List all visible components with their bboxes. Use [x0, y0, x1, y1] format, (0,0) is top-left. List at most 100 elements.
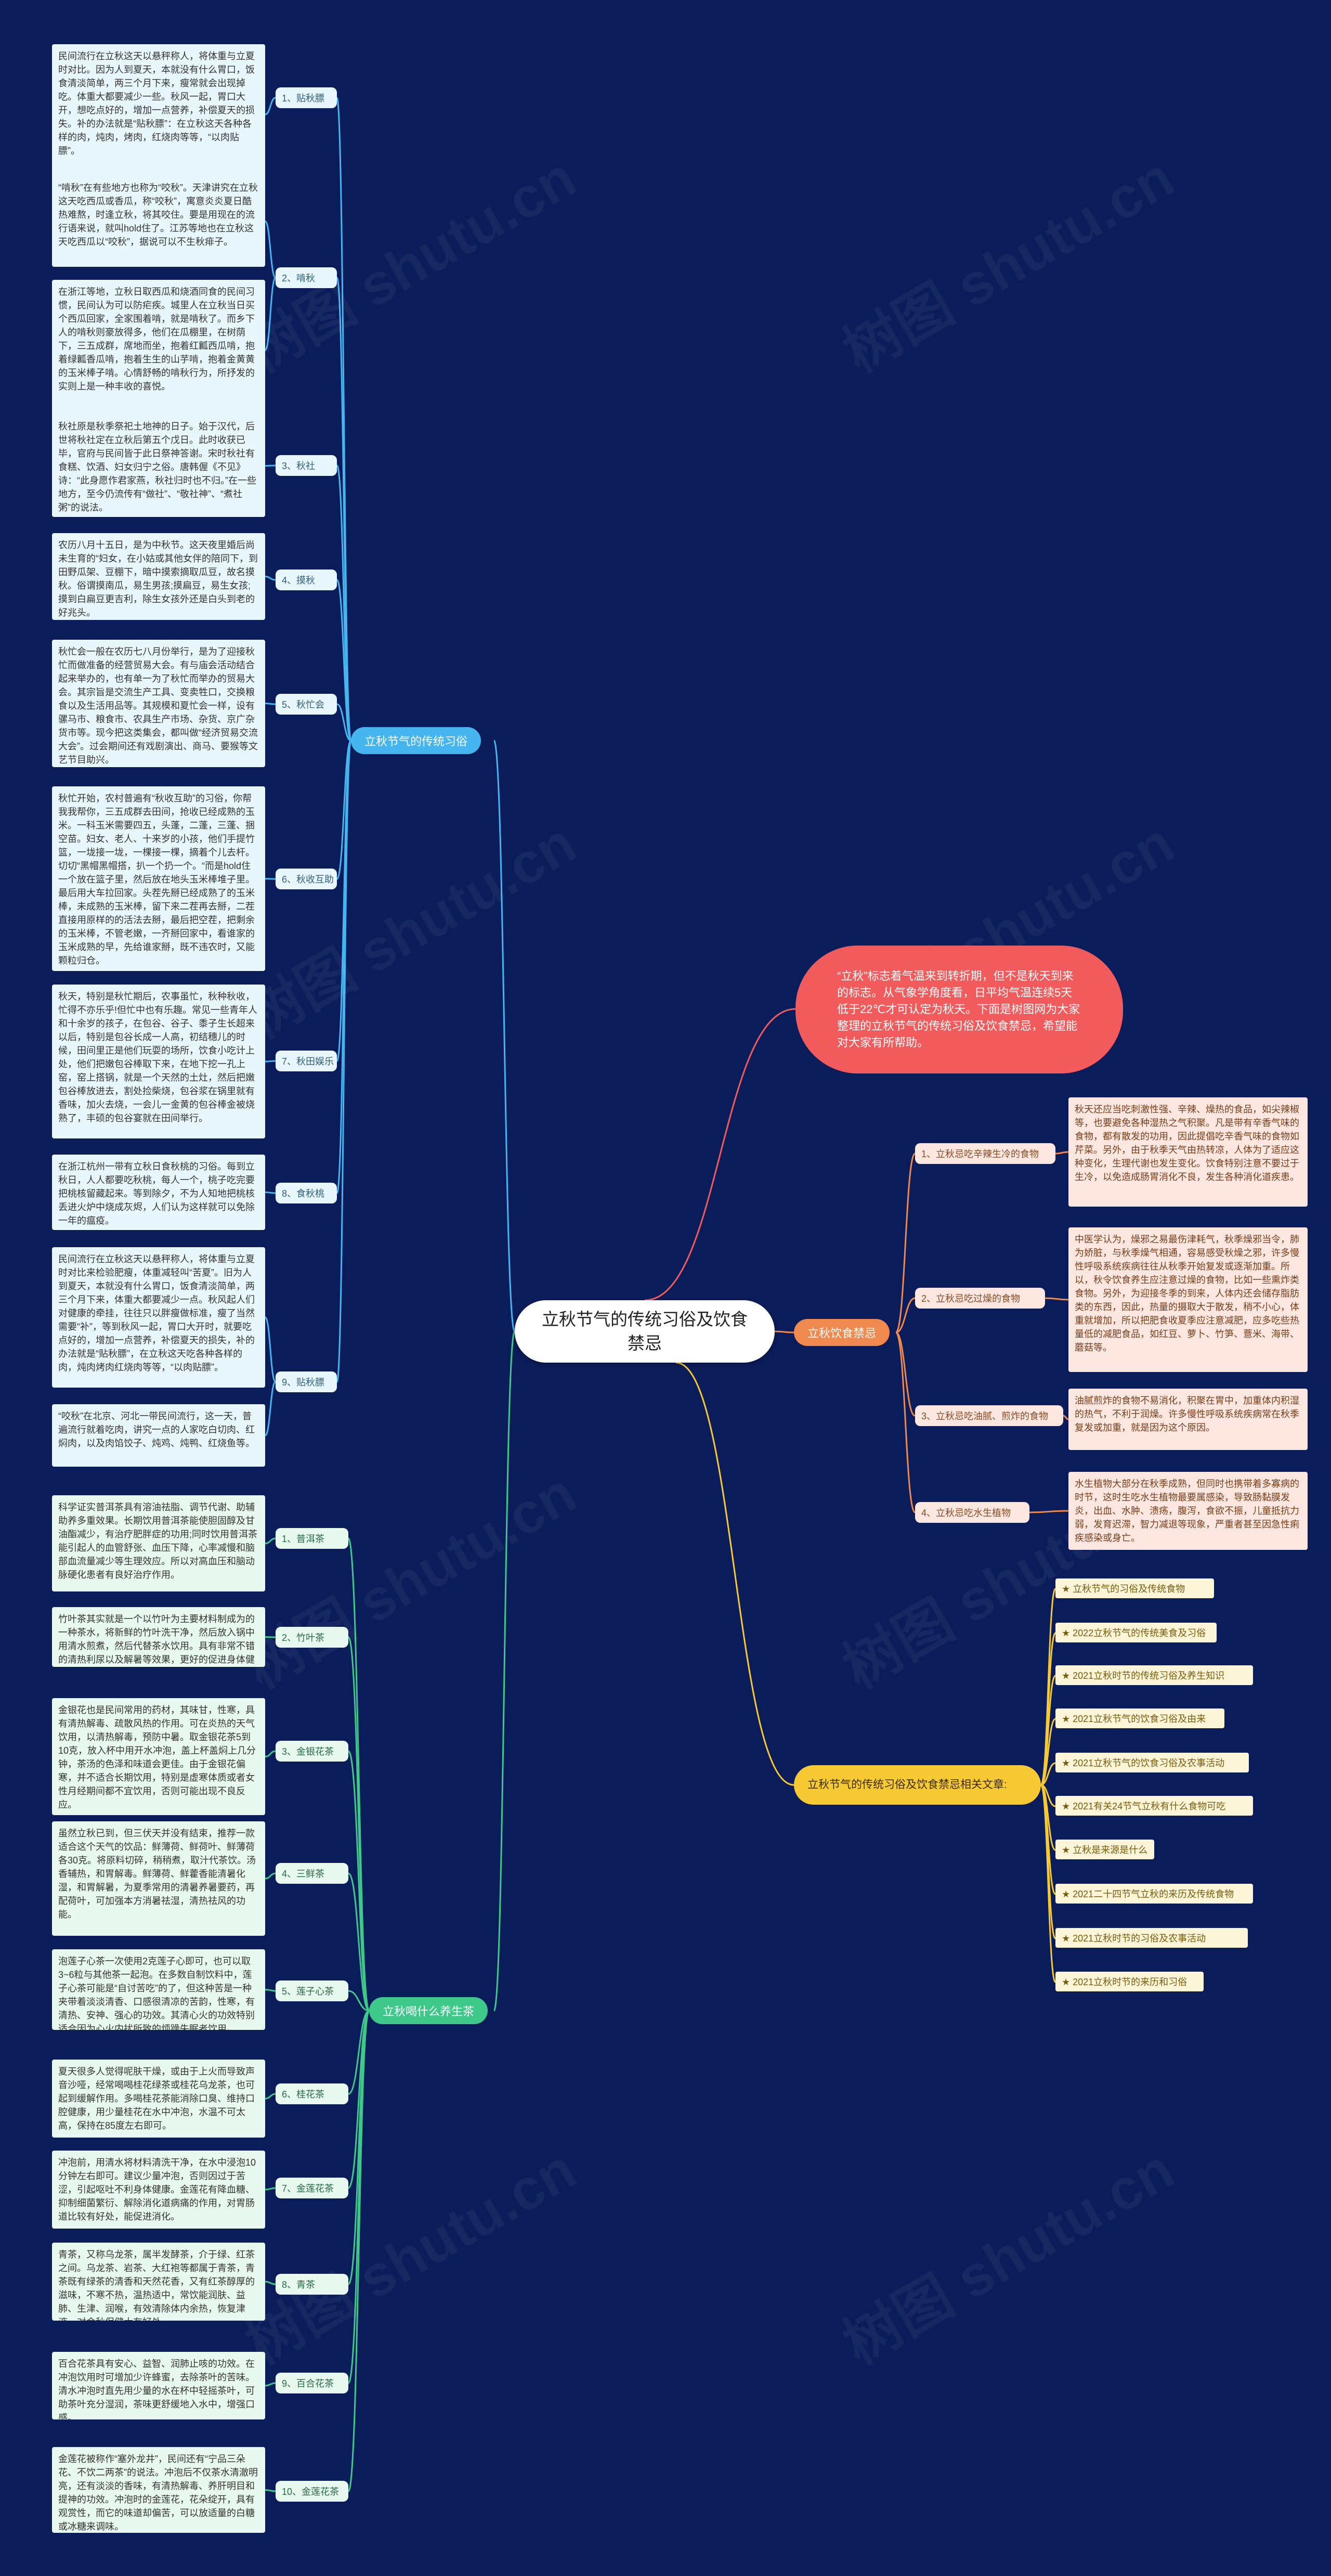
branch-customs[interactable]: 立秋节气的传统习俗 [351, 727, 481, 754]
tea-detail: 科学证实普洱茶具有溶油祛脂、调节代谢、助辅助养多重效果。长期饮用普洱茶能使胆固醇… [52, 1495, 265, 1591]
diet-item-4[interactable]: 4、立秋忌吃水生植物 [915, 1502, 1029, 1523]
connector-line [336, 703, 351, 742]
connector-line [895, 1297, 916, 1334]
tea-detail: 百合花茶具有安心、益智、润肺止咳的功效。在冲泡饮用时可增加少许蜂蜜，去除茶叶的苦… [52, 2352, 265, 2419]
article-link[interactable]: ★ 立秋节气的习俗及传统食物 [1055, 1578, 1214, 1598]
connector-line [336, 740, 352, 880]
article-link[interactable]: ★ 2021立秋时节的传统习俗及养生知识 [1055, 1665, 1253, 1685]
diet-detail: 中医学认为，燥邪之易最伤津耗气，秋季燥邪当令，肺为娇脏，与秋季燥气相通，容易感受… [1068, 1227, 1308, 1372]
connector-line [1040, 1632, 1056, 1786]
tea-item-5[interactable]: 5、莲子心茶 [276, 1980, 348, 2001]
connector-line [265, 2093, 276, 2100]
diet-detail: 水生植物大部分在秋季成熟，但同时也携带着多寡病的时节，这时生吃水生植物最要属感染… [1068, 1472, 1308, 1550]
connector-line [347, 2010, 370, 2492]
connector-line [644, 1008, 796, 1301]
customs-item-9[interactable]: 9、贴秋膘 [276, 1371, 337, 1392]
diet-detail: 油腻煎炸的食物不易消化，积聚在胃中，加重体内积湿的热气，不利于润燥。许多慢性呼吸… [1068, 1389, 1308, 1450]
tea-item-3[interactable]: 3、金银花茶 [276, 1741, 348, 1762]
branch-tea[interactable]: 立秋喝什么养生茶 [369, 1997, 488, 2024]
article-link[interactable]: ★ 2021立秋节气的饮食习俗及由来 [1055, 1708, 1224, 1728]
connector-line [265, 1537, 276, 1544]
diet-detail: 秋天还应当吃刺激性强、辛辣、燥热的食品，如尖辣椒等，也要避免各种湿热之气积聚。凡… [1068, 1097, 1308, 1207]
tea-item-1[interactable]: 1、普洱茶 [276, 1528, 348, 1549]
diet-item-3[interactable]: 3、立秋忌吃油腻、煎炸的食物 [915, 1405, 1063, 1426]
tea-detail: 冲泡前，用清水将材料清洗干净，在水中浸泡10分钟左右即可。建议少量冲泡，否则因过… [52, 2151, 265, 2229]
connector-line [1040, 1718, 1056, 1786]
branch-diet[interactable]: 立秋饮食禁忌 [794, 1319, 890, 1346]
article-link[interactable]: ★ 2022立秋节气的传统美食及习俗 [1055, 1623, 1217, 1642]
connector-line [336, 740, 352, 1383]
connector-line [264, 1316, 277, 1383]
tea-item-10[interactable]: 10、金莲花茶 [276, 2481, 348, 2502]
tea-detail: 夏天很多人觉得呢肤干燥，或由于上火而导致声音沙哑，经常喝喝桂花绿茶或桂花乌龙茶，… [52, 2060, 265, 2138]
tea-item-6[interactable]: 6、桂花茶 [276, 2083, 348, 2104]
customs-detail: “咬秋”在北京、河北一带民间流行，这一天，普遍流行就着吃肉，讲究一点的人家吃白切… [52, 1404, 265, 1467]
customs-detail: 民间流行在立秋这天以悬秤称人，将体重与立夏时对比。因为人到夏天，本就没有什么胃口… [52, 44, 265, 185]
tea-item-8[interactable]: 8、青茶 [276, 2274, 348, 2295]
connector-line [265, 703, 276, 705]
article-link[interactable]: ★ 立秋是来源是什么 [1055, 1840, 1154, 1859]
article-link[interactable]: ★ 2021立秋时节的来历和习俗 [1055, 1972, 1204, 1991]
connector-line [895, 1331, 916, 1513]
connector-line [895, 1331, 916, 1417]
customs-item-7[interactable]: 7、秋田娱乐 [276, 1051, 337, 1071]
tea-item-4[interactable]: 4、三鲜茶 [276, 1863, 348, 1884]
connector-line [265, 97, 276, 115]
connector-line [348, 2010, 370, 2095]
connector-line [1040, 1762, 1056, 1786]
connector-line [348, 1990, 370, 2012]
tea-detail: 虽然立秋已到，但三伏天并没有结束，推荐一款适合这个天气的饮品：鲜薄荷、鲜荷叶、鲜… [52, 1821, 265, 1936]
customs-detail: 在浙江等地，立秋日取西瓜和烧酒同食的民间习惯，民间认为可以防疟疾。城里人在立秋当… [52, 280, 265, 420]
customs-detail: 秋天，特别是秋忙期后，农事虽忙，秋种秋收，忙得不亦乐乎!但忙中也有乐趣。常见一些… [52, 985, 265, 1138]
connector-line [675, 1362, 794, 1786]
customs-detail: 秋忙会一般在农历七八月份举行，是为了迎接秋忙而做准备的经营贸易大会。有与庙会活动… [52, 640, 265, 767]
tea-detail: 金银花也是民间常用的药材，其味甘，性寒，具有清热解毒、疏散风热的作用。可在炎热的… [52, 1698, 265, 1815]
connector-line [1040, 1784, 1056, 1983]
connector-line [774, 1330, 794, 1334]
customs-detail: “啃秋”在有些地方也称为“咬秋”。天津讲究在立秋这天吃西瓜或香瓜，称“咬秋”，寓… [52, 176, 265, 267]
connector-line [265, 464, 276, 467]
tea-detail: 金莲花被称作“塞外龙井”，民间还有“宁品三朵花、不饮二两茶”的说法。冲泡后不仅茶… [52, 2447, 265, 2533]
tea-detail: 竹叶茶其实就是一个以竹叶为主要材料制成为的一种茶水，将新鲜的竹叶洗干净，然后放入… [52, 1607, 265, 1667]
connector-line [265, 1872, 276, 1880]
customs-item-3[interactable]: 3、秋社 [276, 455, 337, 476]
article-link[interactable]: ★ 2021有关24节气立秋有什么食物可吃 [1055, 1796, 1253, 1816]
connector-line [1040, 1784, 1056, 1939]
tea-item-7[interactable]: 7、金莲花茶 [276, 2178, 348, 2198]
customs-item-8[interactable]: 8、食秋桃 [276, 1183, 337, 1203]
diet-item-1[interactable]: 1、立秋忌吃辛辣生冷的食物 [915, 1143, 1055, 1164]
customs-item-1[interactable]: 1、贴秋膘 [276, 87, 337, 108]
customs-item-2[interactable]: 2、啃秋 [276, 267, 337, 288]
customs-detail: 秋忙开始，农村普遍有“秋收互助”的习俗，你帮我我帮你，三五成群去田间，抢收已经成… [52, 786, 265, 971]
connector-line [347, 1750, 370, 2012]
tea-item-9[interactable]: 9、百合花茶 [276, 2373, 348, 2393]
connector-line [336, 579, 352, 742]
connector-line [265, 2187, 276, 2191]
customs-item-5[interactable]: 5、秋忙会 [276, 694, 337, 715]
tea-detail: 泡莲子心茶一次使用2克莲子心即可，也可以取3~6粒与其他茶一起泡。在多数自制饮料… [52, 1949, 265, 2030]
article-link[interactable]: ★ 2021二十四节气立秋的来历及传统食物 [1055, 1884, 1253, 1904]
connector-line [493, 740, 516, 1332]
connector-line [265, 1060, 276, 1063]
customs-detail: 在浙江杭州一带有立秋日食秋桃的习俗。每到立秋日，人人都要吃秋桃，每人一个，桃子吃… [52, 1155, 265, 1230]
connector-line [493, 1330, 516, 2012]
connector-line [348, 1872, 370, 2012]
connector-line [264, 277, 277, 351]
connector-line [265, 2281, 276, 2285]
root-node[interactable]: 立秋节气的传统习俗及饮食禁忌 [515, 1300, 775, 1363]
article-link[interactable]: ★ 2021立秋节气的饮食习俗及农事活动 [1055, 1753, 1249, 1772]
customs-detail: 秋社原是秋季祭祀土地神的日子。始于汉代，后世将秋社定在立秋后第五个戊日。此时收获… [52, 415, 265, 517]
connector-line [265, 1750, 276, 1757]
connector-line [265, 2382, 276, 2387]
diet-item-2[interactable]: 2、立秋忌吃过燥的食物 [915, 1288, 1045, 1309]
customs-detail: 民间流行在立秋这天以悬秤称人，将体重与立夏时对比来检验肥瘦，体重减轻叫“苦夏”。… [52, 1247, 265, 1388]
customs-item-6[interactable]: 6、秋收互助 [276, 869, 337, 889]
tea-item-2[interactable]: 2、竹叶茶 [276, 1627, 348, 1648]
intro-node[interactable]: “立秋”标志着气温来到转折期，但不是秋天到来的标志。从气象学角度看，日平均气温连… [795, 946, 1123, 1073]
connector-line [265, 2489, 276, 2492]
branch-articles[interactable]: 立秋节气的传统习俗及饮食禁忌相关文章: [794, 1765, 1041, 1805]
article-link[interactable]: ★ 2021立秋时节的习俗及农事活动 [1055, 1928, 1248, 1948]
customs-item-4[interactable]: 4、摸秋 [276, 569, 337, 590]
tea-detail: 青茶，又称乌龙茶，属半发酵茶，介于绿、红茶之间。乌龙茶、岩茶、大红袍等都属于青茶… [52, 2243, 265, 2321]
